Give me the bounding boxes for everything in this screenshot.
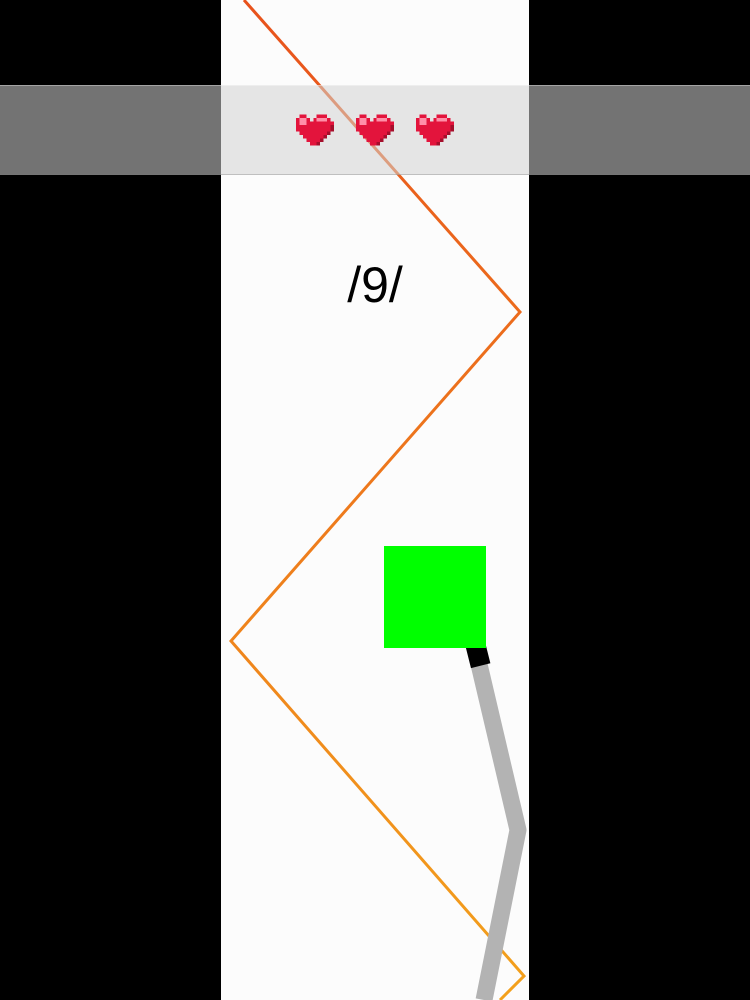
player-block[interactable]	[384, 546, 486, 648]
pixel-heart-icon	[296, 114, 334, 146]
pixel-heart-icon	[416, 114, 454, 146]
zigzag-path	[229, 0, 527, 1000]
robot-arm	[469, 658, 527, 1000]
score-label: /9/	[347, 257, 403, 313]
lives-display	[0, 86, 750, 174]
arm-joint	[465, 641, 491, 669]
hud-bar	[0, 85, 750, 175]
pixel-heart-icon	[356, 114, 394, 146]
